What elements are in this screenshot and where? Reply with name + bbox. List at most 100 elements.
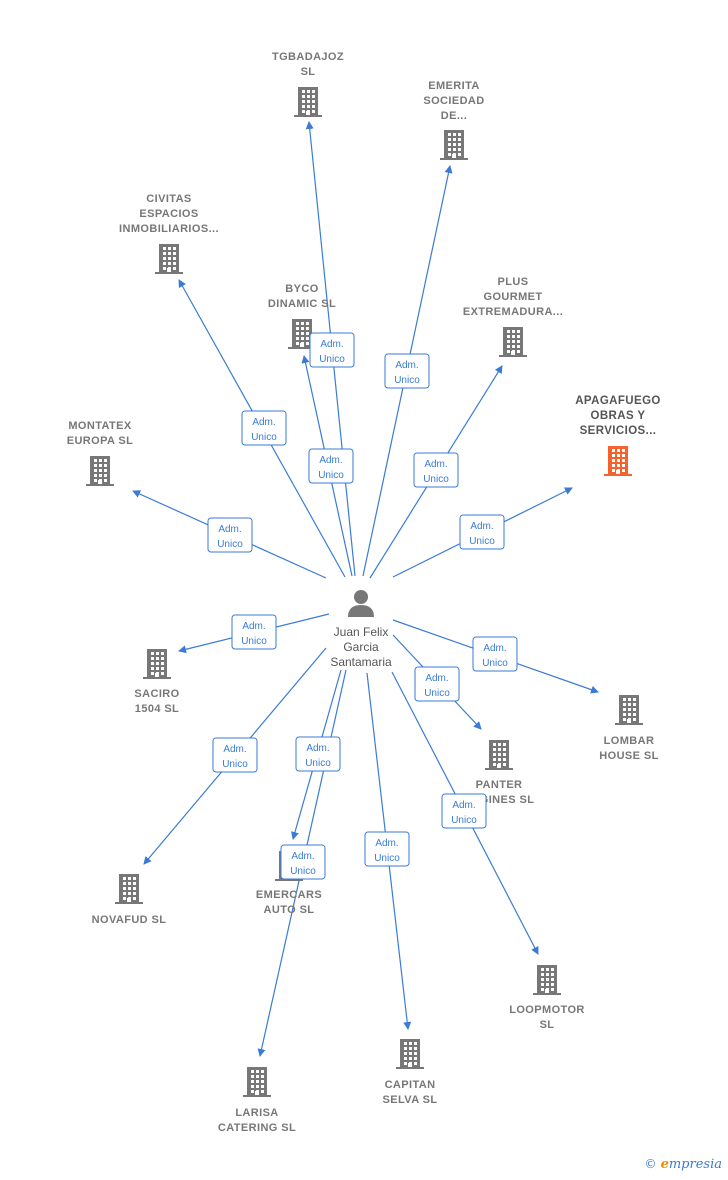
company-label-emerita[interactable]: EMERITA bbox=[428, 80, 479, 92]
company-label-capitan[interactable]: SELVA SL bbox=[383, 1094, 438, 1106]
edge-role-badge-civitas[interactable]: Adm. Unico bbox=[241, 410, 287, 446]
company-label-civitas[interactable]: CIVITAS bbox=[146, 193, 191, 205]
company-building-icon-capitan[interactable] bbox=[396, 1039, 424, 1069]
company-building-icon-novafud[interactable] bbox=[115, 874, 143, 904]
edge-role-text: Adm. bbox=[425, 673, 448, 684]
edge-role-badge-capitan[interactable]: Adm. Unico bbox=[364, 831, 410, 867]
edge-role-text: Unico bbox=[451, 815, 477, 826]
company-label-civitas[interactable]: INMOBILIARIOS... bbox=[119, 223, 219, 235]
edge-role-text: Adm. bbox=[218, 524, 241, 535]
company-building-icon-panter[interactable] bbox=[485, 740, 513, 770]
company-building-icon-emerita[interactable] bbox=[440, 130, 468, 160]
company-label-montatex[interactable]: EUROPA SL bbox=[67, 435, 134, 447]
company-label-novafud[interactable]: NOVAFUD SL bbox=[92, 914, 167, 926]
edge-role-text: Unico bbox=[374, 853, 400, 864]
company-label-capitan[interactable]: CAPITAN bbox=[385, 1079, 436, 1091]
company-label-larisa[interactable]: LARISA bbox=[235, 1107, 278, 1119]
company-label-plus[interactable]: GOURMET bbox=[483, 291, 542, 303]
edge-role-text: Adm. bbox=[483, 643, 506, 654]
edge-role-text: Adm. bbox=[320, 339, 343, 350]
company-building-icon-tgbadajoz[interactable] bbox=[294, 87, 322, 117]
edge-role-text: Adm. bbox=[470, 521, 493, 532]
edge-role-text: Unico bbox=[318, 470, 344, 481]
company-label-montatex[interactable]: MONTATEX bbox=[68, 420, 132, 432]
edge-role-badge-saciro[interactable]: Adm. Unico bbox=[231, 614, 277, 650]
company-label-saciro[interactable]: 1504 SL bbox=[135, 703, 179, 715]
edge-role-text: Unico bbox=[305, 758, 331, 769]
company-label-emerita[interactable]: DE... bbox=[441, 110, 467, 122]
edge-role-text: Unico bbox=[217, 539, 243, 550]
company-label-lombar[interactable]: LOMBAR bbox=[604, 735, 655, 747]
edge-role-text: Unico bbox=[469, 536, 495, 547]
edge-role-text: Unico bbox=[423, 474, 449, 485]
edge-role-badge-panter[interactable]: Adm. Unico bbox=[414, 666, 460, 702]
edge-role-text: Unico bbox=[394, 375, 420, 386]
edge-role-text: Unico bbox=[319, 354, 345, 365]
edge-role-text: Unico bbox=[290, 866, 316, 877]
company-building-icon-saciro[interactable] bbox=[143, 649, 171, 679]
person-name-label[interactable]: Juan Felix bbox=[334, 625, 389, 639]
copyright-symbol: © bbox=[644, 1157, 657, 1171]
edge-role-text: Unico bbox=[251, 432, 277, 443]
company-building-icon-larisa[interactable] bbox=[243, 1067, 271, 1097]
edge-role-text: Adm. bbox=[252, 417, 275, 428]
company-building-icon-apagafuego[interactable] bbox=[604, 446, 632, 476]
edge-role-text: Adm. bbox=[452, 800, 475, 811]
company-label-tgbadajoz[interactable]: TGBADAJOZ bbox=[272, 51, 344, 63]
company-label-apagafuego[interactable]: SERVICIOS... bbox=[580, 425, 657, 437]
edge-role-badge-emerita[interactable]: Adm. Unico bbox=[384, 353, 430, 389]
edge-role-badge-larisa[interactable]: Adm. Unico bbox=[280, 844, 326, 880]
company-label-panter[interactable]: PANTER bbox=[476, 779, 523, 791]
edge-role-text: Unico bbox=[241, 636, 267, 647]
edge-role-badge-montatex[interactable]: Adm. Unico bbox=[207, 517, 253, 553]
edge-role-text: Adm. bbox=[395, 360, 418, 371]
edge-role-badge-byco[interactable]: Adm. Unico bbox=[308, 448, 354, 484]
company-building-icon-plus[interactable] bbox=[499, 327, 527, 357]
brand-logo-initial: e bbox=[660, 1157, 669, 1172]
brand-logo-text: mpresia bbox=[668, 1157, 722, 1172]
company-label-tgbadajoz[interactable]: SL bbox=[301, 66, 316, 78]
edge-role-text: Adm. bbox=[223, 744, 246, 755]
company-label-lombar[interactable]: HOUSE SL bbox=[599, 750, 658, 762]
edge-role-badge-plus[interactable]: Adm. Unico bbox=[413, 452, 459, 488]
person-name-label[interactable]: Santamaria bbox=[330, 655, 392, 669]
edge-role-text: Adm. bbox=[424, 459, 447, 470]
company-label-saciro[interactable]: SACIRO bbox=[134, 688, 179, 700]
company-label-emercars[interactable]: AUTO SL bbox=[264, 904, 315, 916]
company-label-loopmotor[interactable]: LOOPMOTOR bbox=[509, 1004, 585, 1016]
company-label-apagafuego[interactable]: OBRAS Y bbox=[591, 410, 646, 422]
edge-role-text: Unico bbox=[482, 658, 508, 669]
edge-role-badge-tgbadajoz[interactable]: Adm. Unico bbox=[309, 332, 355, 368]
edge-role-badge-emercars[interactable]: Adm. Unico bbox=[295, 736, 341, 772]
edge-role-badge-loopmotor[interactable]: Adm. Unico bbox=[441, 793, 487, 829]
edge-role-text: Adm. bbox=[242, 621, 265, 632]
copyright-notice: © empresia bbox=[644, 1157, 722, 1172]
company-building-icon-loopmotor[interactable] bbox=[533, 965, 561, 995]
edge-role-text: Adm. bbox=[291, 851, 314, 862]
company-building-icon-montatex[interactable] bbox=[86, 456, 114, 486]
company-label-plus[interactable]: PLUS bbox=[498, 276, 529, 288]
edge-role-text: Unico bbox=[424, 688, 450, 699]
edge-role-text: Adm. bbox=[306, 743, 329, 754]
edge-role-text: Adm. bbox=[319, 455, 342, 466]
company-label-loopmotor[interactable]: SL bbox=[540, 1019, 555, 1031]
company-label-larisa[interactable]: CATERING SL bbox=[218, 1122, 296, 1134]
edge-role-badge-novafud[interactable]: Adm. Unico bbox=[212, 737, 258, 773]
edge-role-badge-lombar[interactable]: Adm. Unico bbox=[472, 636, 518, 672]
edge-role-text: Unico bbox=[222, 759, 248, 770]
company-building-icon-lombar[interactable] bbox=[615, 695, 643, 725]
company-label-byco[interactable]: DINAMIC SL bbox=[268, 298, 336, 310]
company-label-emercars[interactable]: EMERCARS bbox=[256, 889, 322, 901]
edge-role-badge-apagafuego[interactable]: Adm. Unico bbox=[459, 514, 505, 550]
company-label-byco[interactable]: BYCO bbox=[285, 283, 318, 295]
company-label-emerita[interactable]: SOCIEDAD bbox=[423, 95, 484, 107]
edge-role-text: Adm. bbox=[375, 838, 398, 849]
company-label-apagafuego[interactable]: APAGAFUEGO bbox=[575, 395, 661, 407]
company-label-plus[interactable]: EXTREMADURA... bbox=[463, 306, 563, 318]
company-building-icon-byco[interactable] bbox=[288, 319, 316, 349]
person-icon[interactable] bbox=[348, 590, 374, 617]
company-building-icon-civitas[interactable] bbox=[155, 244, 183, 274]
person-name-label[interactable]: Garcia bbox=[343, 640, 379, 654]
company-label-civitas[interactable]: ESPACIOS bbox=[139, 208, 198, 220]
